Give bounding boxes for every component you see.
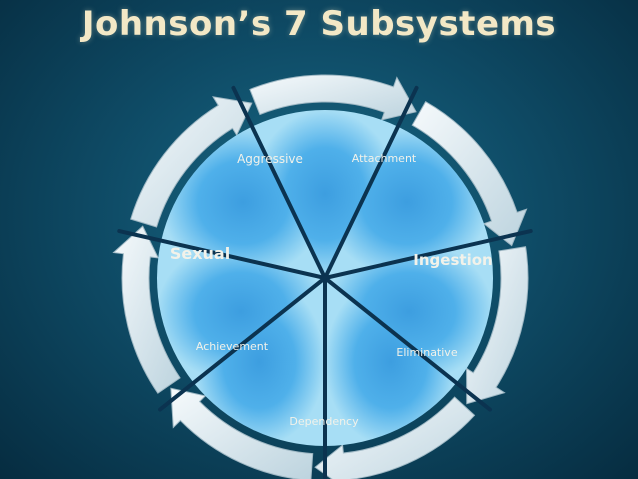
slide-title: Johnson’s 7 Subsystems <box>81 4 557 44</box>
subsystem-wedge <box>325 278 457 446</box>
wedge-divider <box>231 85 327 280</box>
subsystem-wedge <box>193 278 325 446</box>
cycle-arrow <box>249 74 417 121</box>
cycle-arrow <box>112 225 181 394</box>
subsystem-label-achievement: Achievement <box>196 340 269 353</box>
wedge-divider <box>117 229 327 280</box>
subsystem-label-ingestion: Ingestion <box>413 251 492 269</box>
cycle-arrow <box>466 246 529 405</box>
wedge-divider <box>323 229 533 280</box>
subsystem-label-dependency: Dependency <box>289 415 359 428</box>
wedge-divider <box>158 276 327 412</box>
subsystem-wedge <box>325 240 494 383</box>
subsystem-labels: Aggressive AttachmentIngestionEliminative… <box>170 152 493 428</box>
wedge-divider <box>323 85 419 280</box>
cycle-arrow <box>130 96 253 228</box>
cycle-arrow <box>170 387 314 479</box>
cycle-arrow <box>314 396 476 479</box>
subsystem-wedge <box>325 126 489 278</box>
subsystem-label-sexual: Sexual <box>170 244 230 263</box>
wedge-dividers <box>117 85 533 479</box>
subsystem-label-attachment: Attachment <box>352 152 417 165</box>
wedge-divider <box>323 276 492 412</box>
subsystem-wedge <box>157 240 325 383</box>
subsystem-wedge <box>161 126 325 278</box>
subsystem-label-aggressive: Aggressive <box>237 152 303 166</box>
subsystem-wedges <box>157 110 494 446</box>
subsystem-wedge <box>252 110 398 279</box>
cycle-arrow <box>411 101 528 247</box>
subsystem-label-eliminative: Eliminative <box>396 346 457 359</box>
cycle-arrows <box>112 74 529 479</box>
